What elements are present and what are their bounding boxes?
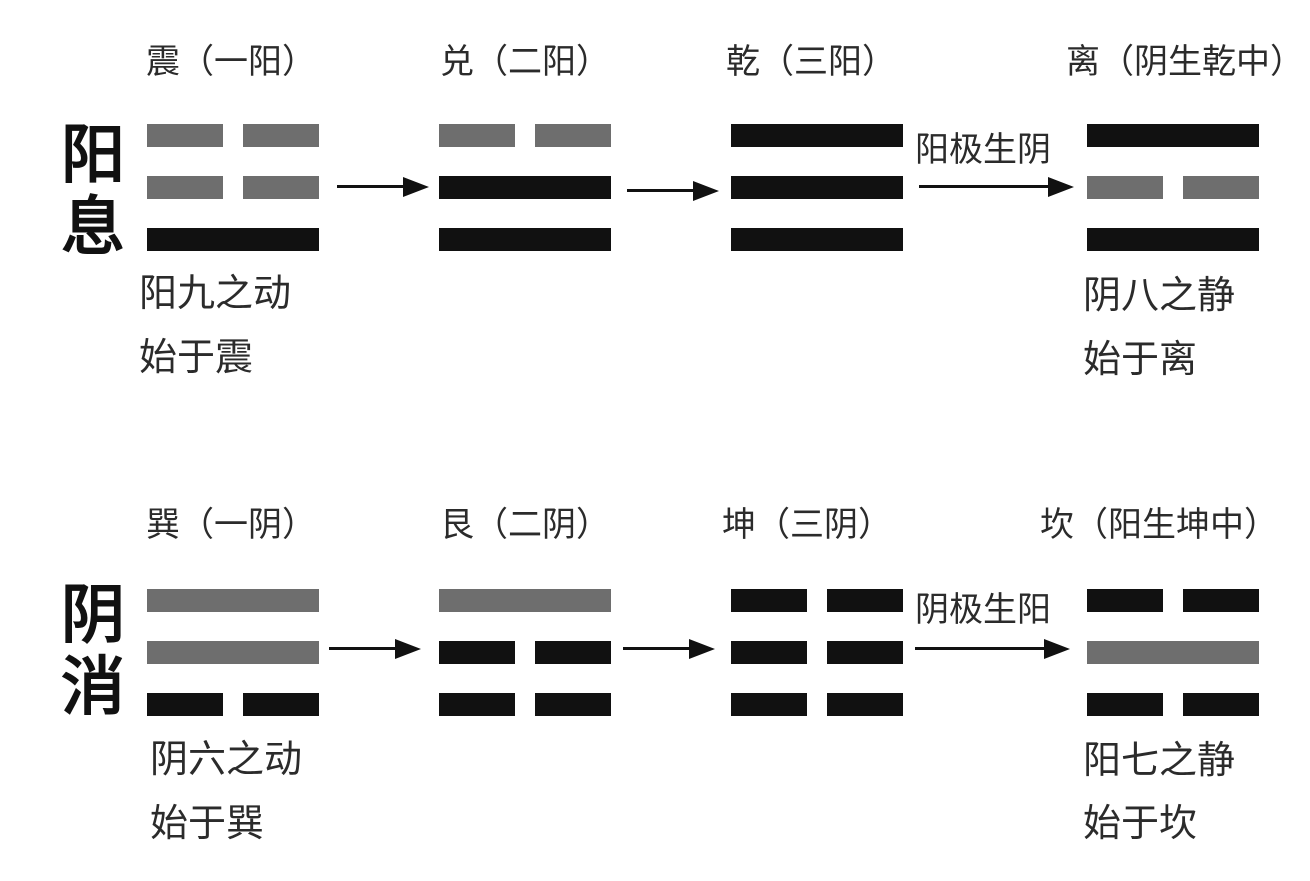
line-segment bbox=[147, 124, 223, 147]
row-title-char: 阳 bbox=[61, 118, 125, 193]
yang-line bbox=[1087, 228, 1259, 251]
line-segment bbox=[731, 693, 807, 716]
yin-line bbox=[439, 124, 611, 147]
hexagram-label-kun: 坤（三阴） bbox=[722, 505, 892, 545]
line-segment bbox=[439, 693, 515, 716]
yang-line bbox=[1087, 641, 1259, 664]
line-segment bbox=[1183, 589, 1259, 612]
note-line: 始于离 bbox=[1083, 337, 1198, 381]
arrow-right bbox=[915, 639, 1070, 659]
yin-line bbox=[1087, 176, 1259, 199]
note-line: 阴六之动 bbox=[150, 737, 303, 781]
yin-line bbox=[731, 693, 903, 716]
note-line: 始于巽 bbox=[150, 801, 265, 845]
line-segment bbox=[827, 589, 903, 612]
line-segment bbox=[147, 693, 223, 716]
hexagram-label-li: 离（阴生乾中） bbox=[1066, 42, 1304, 82]
yin-line bbox=[147, 124, 319, 147]
yang-line bbox=[439, 589, 611, 612]
line-segment bbox=[827, 693, 903, 716]
line-segment bbox=[731, 641, 807, 664]
trigram-kun bbox=[731, 589, 903, 716]
yang-line bbox=[147, 641, 319, 664]
line-segment bbox=[439, 589, 611, 612]
line-segment bbox=[731, 589, 807, 612]
arrow-right bbox=[627, 181, 719, 201]
line-segment bbox=[439, 228, 611, 251]
line-segment bbox=[439, 641, 515, 664]
row-title-char: 息 bbox=[61, 190, 125, 265]
line-segment bbox=[243, 693, 319, 716]
hexagram-label-zhen: 震（一阳） bbox=[146, 42, 316, 82]
note-line: 阳七之静 bbox=[1083, 738, 1236, 782]
trigram-zhen bbox=[147, 124, 319, 251]
line-segment bbox=[1183, 176, 1259, 199]
line-segment bbox=[147, 641, 319, 664]
hexagram-label-qian: 乾（三阳） bbox=[726, 42, 896, 82]
trigram-qian bbox=[731, 124, 903, 251]
row-title-yin-xiao: 阴 消 bbox=[58, 580, 128, 724]
yin-line bbox=[147, 693, 319, 716]
yang-line bbox=[731, 228, 903, 251]
line-segment bbox=[535, 693, 611, 716]
trigram-kan bbox=[1087, 589, 1259, 716]
yin-line bbox=[731, 641, 903, 664]
line-segment bbox=[1087, 228, 1259, 251]
line-segment bbox=[1087, 589, 1163, 612]
trigram-gen bbox=[439, 589, 611, 716]
hexagram-label-gen: 艮（二阴） bbox=[440, 505, 610, 545]
line-segment bbox=[827, 641, 903, 664]
line-segment bbox=[1087, 641, 1259, 664]
line-segment bbox=[1183, 693, 1259, 716]
line-segment bbox=[535, 124, 611, 147]
yin-line bbox=[1087, 589, 1259, 612]
yang-line bbox=[147, 589, 319, 612]
yang-line bbox=[439, 176, 611, 199]
note-line: 始于坎 bbox=[1083, 801, 1198, 845]
line-segment bbox=[439, 124, 515, 147]
yin-line bbox=[147, 176, 319, 199]
trigram-dui bbox=[439, 124, 611, 251]
yang-line bbox=[731, 124, 903, 147]
line-segment bbox=[731, 228, 903, 251]
trigram-xun bbox=[147, 589, 319, 716]
yang-line bbox=[439, 228, 611, 251]
note-line: 始于震 bbox=[139, 335, 254, 379]
line-segment bbox=[1087, 124, 1259, 147]
line-segment bbox=[1087, 176, 1163, 199]
line-segment bbox=[243, 176, 319, 199]
line-segment bbox=[535, 641, 611, 664]
arrow-label-yang-ji-sheng-yin: 阳极生阴 bbox=[915, 130, 1051, 170]
arrow-right bbox=[919, 177, 1074, 197]
hexagram-label-dui: 兑（二阳） bbox=[440, 42, 610, 82]
note-line: 阴八之静 bbox=[1083, 273, 1236, 317]
row-title-char: 阴 bbox=[61, 578, 125, 653]
line-segment bbox=[243, 124, 319, 147]
line-segment bbox=[439, 176, 611, 199]
arrow-label-yin-ji-sheng-yang: 阴极生阳 bbox=[915, 590, 1051, 630]
yin-line bbox=[439, 641, 611, 664]
line-segment bbox=[147, 589, 319, 612]
yang-line bbox=[147, 228, 319, 251]
hexagram-label-xun: 巽（一阴） bbox=[146, 505, 316, 545]
arrow-right bbox=[337, 177, 429, 197]
trigram-li bbox=[1087, 124, 1259, 251]
hexagram-label-kan: 坎（阳生坤中） bbox=[1040, 505, 1278, 545]
yin-line bbox=[731, 589, 903, 612]
yin-line bbox=[1087, 693, 1259, 716]
arrow-right bbox=[329, 639, 421, 659]
line-segment bbox=[731, 124, 903, 147]
line-segment bbox=[731, 176, 903, 199]
arrow-right bbox=[623, 639, 715, 659]
line-segment bbox=[1087, 693, 1163, 716]
note-line: 阳九之动 bbox=[139, 271, 292, 315]
yang-line bbox=[1087, 124, 1259, 147]
row-title-yang-xi: 阳 息 bbox=[58, 120, 128, 264]
line-segment bbox=[147, 228, 319, 251]
row-title-char: 消 bbox=[61, 650, 125, 725]
line-segment bbox=[147, 176, 223, 199]
yin-line bbox=[439, 693, 611, 716]
yang-line bbox=[731, 176, 903, 199]
